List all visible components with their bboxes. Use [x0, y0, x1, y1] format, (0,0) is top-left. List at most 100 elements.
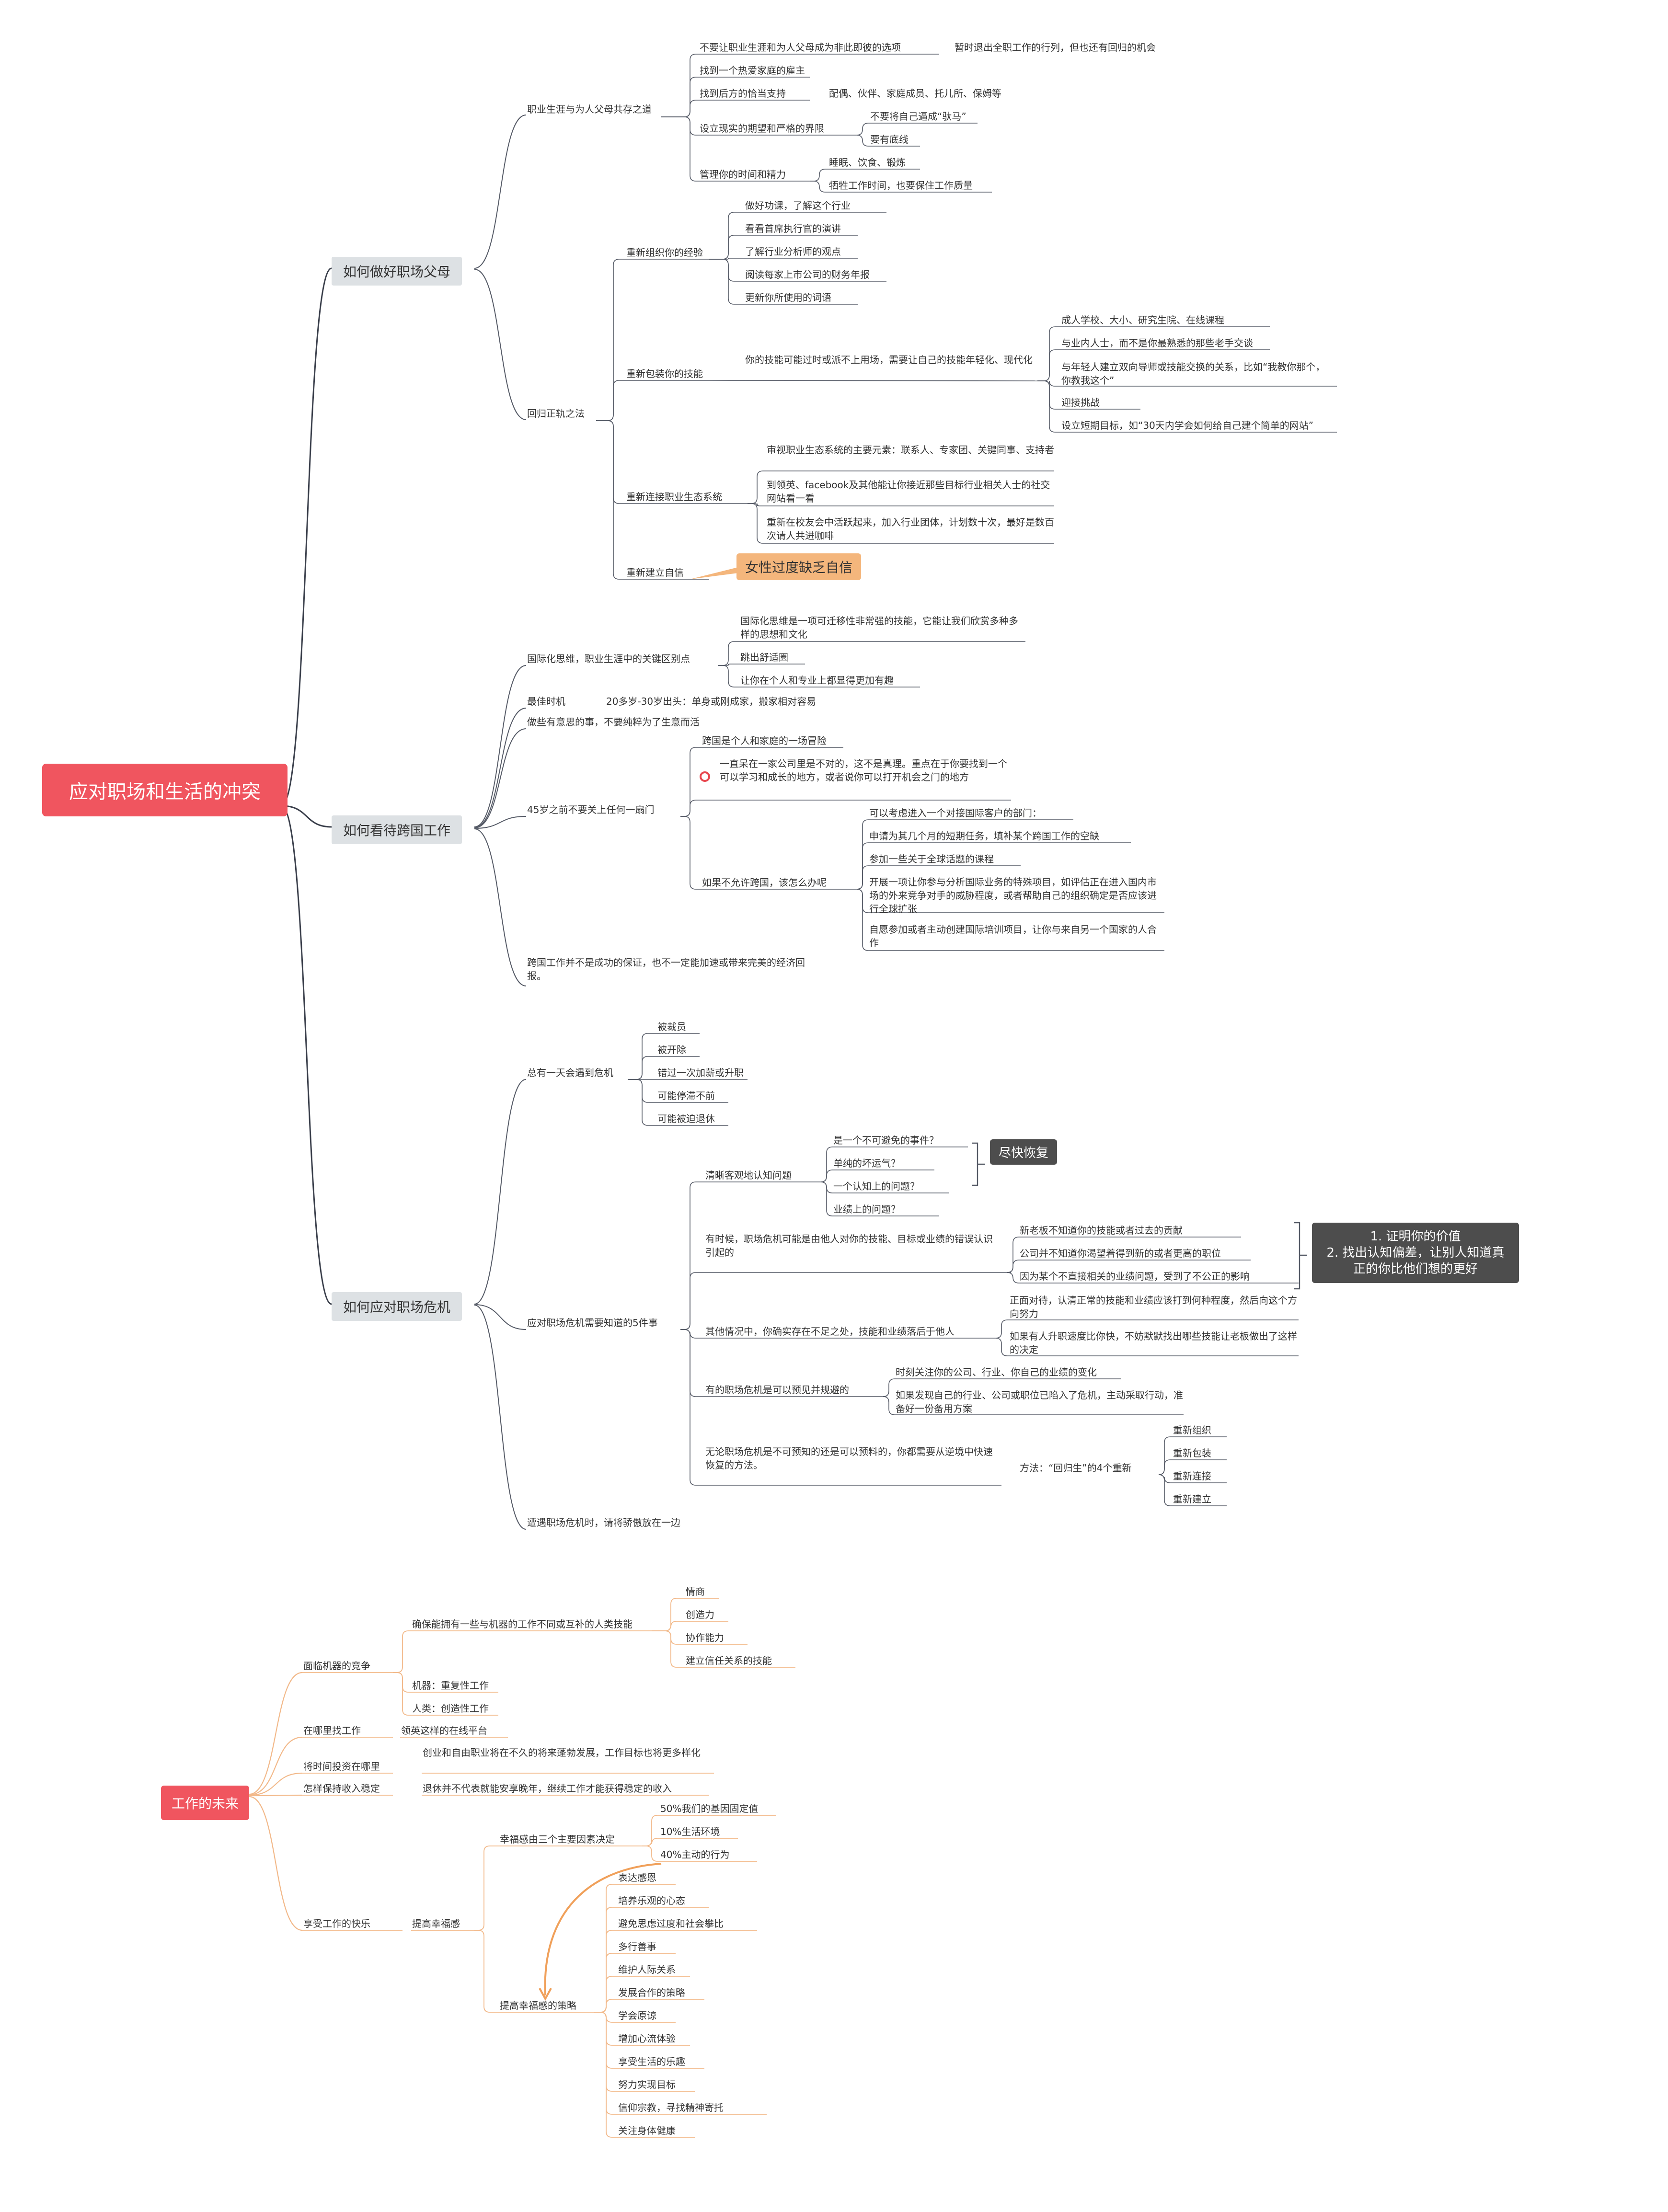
item-time-energy[interactable]: 管理你的时间和精力 [700, 169, 786, 180]
item-laid-off[interactable]: 被裁员 [657, 1021, 686, 1032]
item-sleep-diet[interactable]: 睡眠、饮食、锻炼 [829, 157, 906, 168]
note-recover-fast[interactable]: 尽快恢复 [990, 1139, 1058, 1165]
note-prove-value[interactable]: 1. 证明你的价值 2. 找出认知偏差，让别人知道真正的你比他们想的更好 [1312, 1223, 1519, 1283]
item-unfair-impact[interactable]: 因为某个不直接相关的业绩问题，受到了不公正的影响 [1020, 1271, 1250, 1282]
item-new-boss[interactable]: 新老板不知道你的技能或者过去的贡献 [1020, 1225, 1183, 1236]
item-unavoidable[interactable]: 是一个不可避免的事件？ [833, 1135, 939, 1146]
item-bottom-line[interactable]: 要有底线 [870, 134, 909, 145]
item-freelance[interactable]: 创业和自由职业将在不久的将来蓬勃发展，工作目标也将更多样化 [423, 1747, 701, 1758]
item-best-age[interactable]: 20多岁-30岁出头：单身或刚成家，搬家相对容易 [606, 696, 817, 707]
item-alt-4[interactable]: 开展一项让你参与分析国际业务的特殊项目，如评估正在进入国内市场的外来竞争对手的威… [869, 876, 1157, 915]
item-environment[interactable]: 10%生活环境 [660, 1826, 720, 1837]
branch-career-crisis[interactable]: 如何应对职场危机 [332, 1292, 462, 1321]
topic-coexist[interactable]: 职业生涯与为人父母共存之道 [527, 103, 652, 115]
topic-shortcoming[interactable]: 其他情况中，你确实存在不足之处，技能和业绩落后于他人 [705, 1326, 955, 1337]
strategy-7[interactable]: 学会原谅 [618, 2010, 656, 2021]
strategy-1[interactable]: 表达感恩 [618, 1872, 656, 1883]
item-stay-one-company[interactable]: 一直呆在一家公司里是不对的，这不是真理。重点在于你要找到一个可以学习和成长的地方… [720, 758, 1007, 783]
desc-repackage[interactable]: 你的技能可能过时或派不上用场，需要让自己的技能年轻化、现代化 [745, 354, 1033, 366]
strategy-10[interactable]: 努力实现目标 [618, 2079, 676, 2090]
topic-improve-happiness[interactable]: 提高幸福感 [412, 1918, 460, 1929]
topic-put-pride-aside[interactable]: 遭遇职场危机时，请将骄傲放在一边 [527, 1517, 680, 1528]
strategy-8[interactable]: 增加心流体验 [618, 2033, 676, 2044]
item-re-build[interactable]: 重新建立 [1173, 1493, 1211, 1505]
item-repack-1[interactable]: 成人学校、大小、研究生院、在线课程 [1061, 314, 1224, 326]
item-re-organize[interactable]: 重新组织 [1173, 1424, 1211, 1436]
item-human-work[interactable]: 人类：创造性工作 [412, 1703, 489, 1714]
item-reconnect-2[interactable]: 到领英、facebook及其他能让你接近那些目标行业相关人士的社交网站看一看 [767, 479, 1050, 504]
item-active-behavior[interactable]: 40%主动的行为 [660, 1849, 730, 1860]
item-alt-1[interactable]: 可以考虑进入一个对接国际客户的部门： [869, 807, 1042, 819]
item-global-3[interactable]: 让你在个人和专业上都显得更加有趣 [740, 675, 894, 686]
topic-reconnect[interactable]: 重新连接职业生态系统 [626, 491, 722, 503]
item-stagnate[interactable]: 可能停滞不前 [657, 1090, 715, 1101]
topic-door-open[interactable]: 45岁之前不要关上任何一扇门 [527, 804, 655, 815]
item-global-2[interactable]: 跳出舒适圈 [740, 652, 788, 663]
note-women-confidence[interactable]: 女性过度缺乏自信 [736, 553, 862, 580]
item-expectations[interactable]: 设立现实的期望和严格的界限 [700, 123, 824, 134]
topic-machine-competition[interactable]: 面临机器的竞争 [303, 1660, 370, 1672]
item-reconnect-3[interactable]: 重新在校友会中活跃起来，加入行业团体，计划数十次，最好是数百次请人共进咖啡 [767, 516, 1054, 541]
topic-if-not-allowed[interactable]: 如果不允许跨国，该怎么办呢 [702, 877, 827, 888]
topic-human-skills[interactable]: 确保能拥有一些与机器的工作不同或互补的人类技能 [412, 1618, 633, 1630]
topic-crisis-someday[interactable]: 总有一天会遇到危机 [527, 1067, 613, 1078]
topic-foreseeable[interactable]: 有的职场危机是可以预见并规避的 [705, 1384, 849, 1396]
item-watch-changes[interactable]: 时刻关注你的公司、行业、你自己的业绩的变化 [896, 1366, 1097, 1378]
strategy-6[interactable]: 发展合作的策略 [618, 1987, 685, 1998]
item-repack-5[interactable]: 设立短期目标，如“30天内学会如何给自己建个简单的网站” [1061, 420, 1314, 431]
item-find-skills[interactable]: 如果有人升职速度比你快，不妨默默找出哪些技能让老板做出了这样的决定 [1010, 1330, 1297, 1355]
item-alt-3[interactable]: 参加一些关于全球话题的课程 [869, 853, 994, 865]
item-eq[interactable]: 情商 [686, 1586, 705, 1597]
topic-happiness-factors[interactable]: 幸福感由三个主要因素决定 [500, 1834, 615, 1845]
item-performance-issue[interactable]: 业绩上的问题？ [833, 1203, 900, 1215]
item-reconnect-1[interactable]: 审视职业生态系统的主要元素：联系人、专家团、关键同事、支持者 [767, 444, 1054, 456]
item-trust[interactable]: 建立信任关系的技能 [686, 1655, 772, 1666]
item-missed-raise[interactable]: 错过一次加薪或升职 [657, 1067, 744, 1078]
item-creativity[interactable]: 创造力 [686, 1609, 714, 1620]
branch-working-parents[interactable]: 如何做好职场父母 [332, 257, 462, 286]
item-family-employer[interactable]: 找到一个热爱家庭的雇主 [700, 65, 805, 76]
item-face-it[interactable]: 正面对待，认清正常的技能和业绩应该打到何种程度，然后向这个方向努力 [1010, 1295, 1297, 1319]
item-re-connect[interactable]: 重新连接 [1173, 1470, 1211, 1482]
strategy-3[interactable]: 避免思虑过度和社会攀比 [618, 1918, 724, 1929]
item-forced-retire[interactable]: 可能被迫退休 [657, 1113, 715, 1124]
topic-enjoy-work[interactable]: 享受工作的快乐 [303, 1918, 370, 1929]
item-re-package[interactable]: 重新包装 [1173, 1447, 1211, 1459]
strategy-2[interactable]: 培养乐观的心态 [618, 1895, 685, 1906]
topic-where-find-job[interactable]: 在哪里找工作 [303, 1725, 361, 1736]
item-machine-work[interactable]: 机器：重复性工作 [412, 1680, 489, 1691]
strategy-9[interactable]: 享受生活的乐趣 [618, 2056, 685, 2067]
item-repack-2[interactable]: 与业内人士，而不是你最熟悉的那些老手交谈 [1061, 337, 1253, 349]
item-bad-luck[interactable]: 单纯的坏运气？ [833, 1158, 900, 1169]
item-alt-2[interactable]: 申请为其几个月的短期任务，填补某个跨国工作的空缺 [869, 830, 1099, 842]
item-repack-4[interactable]: 迎接挑战 [1061, 397, 1100, 408]
item-reorg-2[interactable]: 看看首席执行官的演讲 [745, 223, 841, 234]
topic-recovery-method[interactable]: 无论职场危机是不可预知的还是可以预料的，你都需要从逆境中快速恢复的方法。 [705, 1446, 993, 1471]
topic-happiness-strategies[interactable]: 提高幸福感的策略 [500, 2000, 576, 2011]
item-repack-3[interactable]: 与年轻人建立双向导师或技能交换的关系，比如“我教你那个，你教我这个” [1061, 361, 1325, 386]
item-global-1[interactable]: 国际化思维是一项可迁移性非常强的技能，它能让我们欣赏多种多样的思想和文化 [740, 615, 1018, 640]
item-adventure[interactable]: 跨国是个人和家庭的一场冒险 [702, 735, 827, 746]
topic-best-timing[interactable]: 最佳时机 [527, 696, 565, 707]
item-support[interactable]: 找到后方的恰当支持 [700, 88, 786, 99]
item-alt-5[interactable]: 自愿参加或者主动创建国际培训项目，让你与来自另一个国家的人合作 [869, 924, 1157, 949]
item-no-packhorse[interactable]: 不要将自己逼成“驮马” [870, 111, 966, 122]
topic-reorganize[interactable]: 重新组织你的经验 [626, 247, 703, 258]
item-not-either-or[interactable]: 不要让职业生涯和为人父母成为非此即彼的选项 [700, 42, 901, 53]
item-genes[interactable]: 50%我们的基因固定值 [660, 1803, 759, 1814]
topic-see-clearly[interactable]: 清晰客观地认知问题 [705, 1169, 792, 1181]
root-future-of-work[interactable]: 工作的未来 [161, 1786, 250, 1820]
branch-cross-border[interactable]: 如何看待跨国工作 [332, 815, 462, 844]
item-reorg-3[interactable]: 了解行业分析师的观点 [745, 246, 841, 257]
topic-back-on-track[interactable]: 回归正轨之法 [527, 408, 585, 419]
strategy-5[interactable]: 维护人际关系 [618, 1964, 676, 1975]
item-collaboration[interactable]: 协作能力 [686, 1632, 724, 1643]
item-quality[interactable]: 牺牲工作时间，也要保住工作质量 [829, 180, 973, 191]
topic-invest-time[interactable]: 将时间投资在哪里 [303, 1761, 380, 1772]
item-temporary-exit[interactable]: 暂时退出全职工作的行列，但也还有回归的机会 [955, 42, 1156, 53]
topic-repackage[interactable]: 重新包装你的技能 [626, 368, 703, 379]
item-support-who[interactable]: 配偶、伙伴、家庭成员、托儿所、保姆等 [829, 88, 1001, 99]
topic-misperception[interactable]: 有时候，职场危机可能是由他人对你的技能、目标或业绩的错误认识引起的 [705, 1233, 993, 1258]
strategy-12[interactable]: 关注身体健康 [618, 2125, 676, 2136]
item-fired[interactable]: 被开除 [657, 1044, 686, 1055]
